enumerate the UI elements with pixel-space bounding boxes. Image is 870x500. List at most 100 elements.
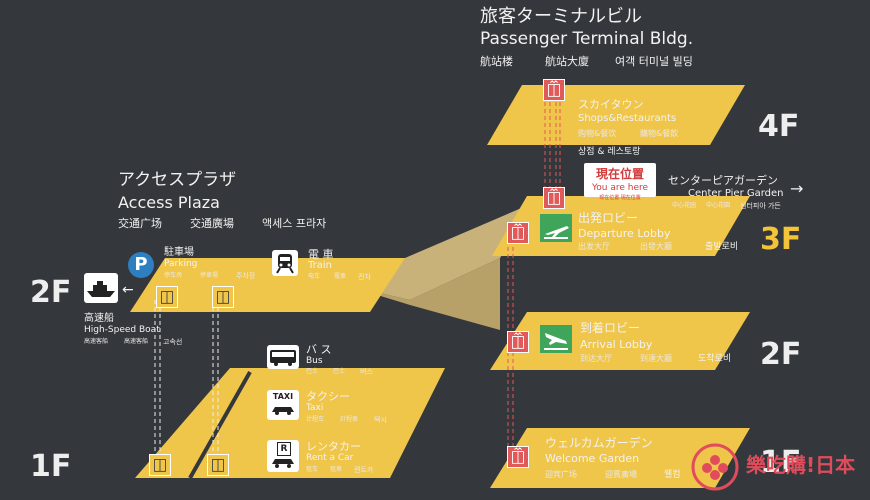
terminal-title-zh1: 航站楼 (480, 55, 513, 68)
parking-jp: 駐車場 (164, 247, 194, 258)
taxi-icon-label: TAXI (272, 392, 294, 401)
bus-jp: バ ス (306, 343, 332, 356)
plate-1f-right (490, 428, 750, 488)
taxi-zh1: 计程车 (306, 416, 325, 423)
floor4-zh2: 購物&餐飲 (640, 129, 679, 138)
boat-en: High-Speed Boat (84, 325, 160, 335)
floor4-jp: スカイタウン (578, 98, 644, 111)
boat-zh2: 高速客船 (124, 338, 149, 345)
floor4-kr: 상점 & 레스토랑 (578, 147, 641, 157)
arrival-plane-icon (540, 325, 572, 353)
floor3-en: Departure Lobby (578, 227, 671, 240)
rental-zh1: 租车 (306, 466, 319, 473)
elevator-icon-3f-b (507, 222, 529, 244)
elevator-icon-2f (507, 331, 529, 353)
boat-kr: 고속선 (163, 338, 183, 346)
floor1-zh2: 迎賓廣場 (605, 470, 637, 479)
elevator-icon-3f-a (543, 187, 565, 209)
floor2-jp: 到着ロビー (580, 321, 641, 335)
elevator-icon-1f (507, 446, 529, 468)
taxi-zh2: 計程車 (340, 416, 359, 423)
floor2-kr: 도착로비 (698, 354, 732, 364)
train-en: Train (308, 260, 332, 271)
you-are-here-en: You are here (591, 183, 649, 193)
bus-icon (267, 345, 299, 369)
rental-kr: 렌트카 (354, 466, 374, 474)
access-title-zh2: 交通廣場 (190, 217, 234, 230)
taxi-kr: 택시 (374, 416, 387, 424)
bus-zh1: 巴士 (306, 368, 319, 375)
elevator-icon-parking-2f (156, 286, 178, 308)
floor-label-1f-left: 1F (30, 449, 72, 484)
floor1-jp: ウェルカムガーデン (545, 436, 653, 450)
floor3-jp: 出発ロビー (578, 211, 639, 225)
center-pier-zh1: 中心花园 (672, 202, 697, 209)
floor4-en: Shops&Restaurants (578, 113, 677, 124)
bus-kr: 버스 (360, 368, 373, 376)
floor-label-1f-right: 1F (760, 445, 802, 480)
floor2-en: Arrival Lobby (580, 338, 653, 351)
train-zh2: 電車 (334, 273, 347, 280)
floor2-zh1: 到达大厅 (580, 354, 612, 363)
access-title-en: Access Plaza (118, 193, 220, 212)
boat-icon (84, 273, 118, 303)
logo-text: 樂吃購!日本 (746, 453, 856, 477)
parking-kr: 주차장 (236, 272, 256, 280)
floor-label-3f: 3F (760, 222, 802, 257)
parking-zh2: 停車場 (200, 272, 219, 279)
bus-en: Bus (306, 356, 323, 366)
floor1-en: Welcome Garden (545, 452, 640, 465)
floor2-zh2: 到達大廳 (640, 354, 672, 363)
plate-1f-divider (188, 371, 252, 479)
terminal-title-jp: 旅客ターミナルビル (480, 6, 642, 27)
elevator-icon-access-1f (149, 454, 171, 476)
center-pier-zh2: 中心花園 (706, 202, 731, 209)
floor-label-2f-right: 2F (760, 337, 802, 372)
departure-plane-icon (540, 214, 572, 242)
center-pier-arrow: → (790, 179, 804, 198)
taxi-en: Taxi (306, 403, 324, 413)
boat-jp: 高速船 (84, 313, 114, 324)
parking-en: Parking (164, 259, 198, 269)
rental-zh2: 租車 (330, 466, 343, 473)
train-zh1: 电车 (308, 273, 321, 280)
parking-zh1: 停车场 (164, 272, 183, 279)
center-pier-kr: 센터피아 가든 (740, 202, 781, 210)
train-icon (272, 250, 298, 276)
floor1-kr: 웰컴 (664, 470, 681, 480)
elevator-icon-4f (543, 79, 565, 101)
you-are-here-jp: 現在位置 (595, 167, 644, 181)
access-title-jp: アクセスプラザ (118, 170, 237, 190)
ramp-lower (345, 258, 500, 330)
parking-icon: P (128, 252, 154, 278)
floor4-zh1: 购物&餐饮 (578, 129, 617, 138)
floor3-zh1: 出发大厅 (578, 242, 610, 251)
floor3-zh2: 出發大廳 (640, 242, 672, 251)
boat-arrow: ← (122, 282, 134, 298)
elevator-icon-parking-2f-b (212, 286, 234, 308)
rental-jp: レンタカー (306, 440, 361, 453)
terminal-title-en: Passenger Terminal Bldg. (480, 29, 694, 49)
center-pier-jp: センターピアガーデン (668, 174, 778, 187)
elevator-icon-access-1f-b (207, 454, 229, 476)
floor-label-2f-left: 2F (30, 275, 72, 310)
you-are-here-sub: 现在位置 現在位置 (599, 195, 641, 201)
terminal-title-zh2: 航站大廈 (545, 55, 589, 68)
center-pier-en: Center Pier Garden (688, 188, 784, 199)
access-title-zh1: 交通广场 (118, 217, 162, 230)
floor1-zh1: 迎宾广场 (545, 470, 577, 479)
rakutabi-logo: 樂吃購!日本 (690, 440, 865, 496)
terminal-title-kr: 여객 터미널 빌딩 (615, 55, 693, 68)
train-kr: 전차 (358, 273, 371, 281)
rental-car-icon: R (267, 440, 299, 472)
train-jp: 電 車 (308, 248, 334, 261)
floor3-kr: 출발로비 (705, 242, 739, 252)
access-title-kr: 액세스 프라자 (262, 217, 327, 230)
rental-en: Rent a Car (306, 453, 354, 463)
floor-label-4f: 4F (758, 109, 800, 144)
rental-car-icon-letter: R (277, 442, 291, 456)
taxi-jp: タクシー (306, 390, 350, 403)
boat-zh1: 高速客船 (84, 338, 109, 345)
